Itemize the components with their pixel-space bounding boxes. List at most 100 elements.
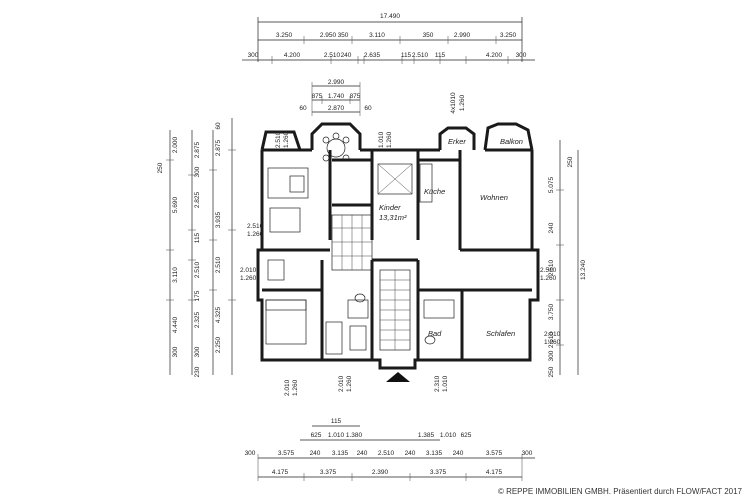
copyright-notice: © REPPE IMMOBILIEN GMBH. Präsentiert dur… (497, 487, 742, 496)
dim-left-outer-1: 250 (157, 162, 164, 173)
room-label-schlafen: Schlafen (486, 329, 515, 338)
top-dimension-lines (242, 17, 535, 64)
opening-13: 1.260 (544, 339, 561, 346)
dim-top-row1-d: 2.990 (454, 32, 471, 39)
room-label-balkon: Balkon (500, 137, 523, 146)
interior-walls (262, 150, 532, 360)
dim-left-outer-4: 4.440 (172, 316, 179, 333)
room-label-kinder: Kinder (379, 203, 401, 212)
opening-0: 2.510 (275, 131, 282, 148)
bay-window-right-b (483, 122, 534, 151)
dim-top-row1-b: 2.950 (320, 32, 337, 39)
dim-right-inner-5: 300 (548, 350, 555, 361)
dim-right-inner-2: 2.510 (548, 259, 555, 276)
dim-right-inner-6: 250 (548, 366, 555, 377)
dim-top-row2-5: 115 (401, 52, 412, 59)
opening-10: 2.010 (338, 375, 345, 392)
dim-bottom-small-2: 1.010 (328, 432, 345, 439)
dim-erker-e: 60 (299, 105, 307, 112)
dim-erker-a: 875 (312, 93, 323, 100)
dim-bottom-row1-0: 300 (245, 450, 256, 457)
room-label-kueche: Küche (424, 187, 445, 196)
dim-bottom-row1-3: 3.135 (332, 450, 349, 457)
dim-erker-b: 1.740 (328, 93, 345, 100)
dim-bottom-row1-2: 240 (310, 450, 321, 457)
dim-bottom-row1-6: 240 (405, 450, 416, 457)
opening-4: 2.010 (240, 267, 257, 274)
opening-15: 1.260 (540, 275, 557, 282)
dim-bottom-row1-1: 3.575 (278, 450, 295, 457)
dim-top-row1-small-b: 350 (423, 32, 434, 39)
dim-bottom-row1-9: 3.575 (486, 450, 503, 457)
dim-left-outer-5: 300 (172, 346, 179, 357)
opening-8: 2.010 (284, 379, 291, 396)
dim-left-inner-0: 2.875 (194, 141, 201, 158)
dim-left-inner-5: 175 (194, 290, 201, 301)
dim-top-row2-3: 240 (341, 52, 352, 59)
dim-top-row1-e: 3.250 (500, 32, 517, 39)
dim-left-col3-1: 2.875 (215, 139, 222, 156)
dim-right-inner-4: 2.510 (548, 331, 555, 348)
bath-fixtures-right (423, 299, 455, 345)
dim-left-col3-4: 4.325 (215, 306, 222, 323)
bay-window-right-a (438, 126, 476, 150)
opening-12: 2.010 (544, 331, 561, 338)
right-dimension-lines (556, 140, 579, 375)
opening-14: 2.510 (540, 267, 557, 274)
opening-7: 1.260 (386, 131, 393, 148)
dim-left-col3-0: 60 (215, 122, 222, 130)
opening-2: 2.510 (247, 223, 264, 230)
dim-top-row2-9: 300 (516, 52, 527, 59)
dim-bottom-row2-3: 3.375 (430, 469, 447, 476)
dim-left-inner-1: 300 (194, 166, 201, 177)
dim-bottom-small-4: 1.385 (418, 432, 435, 439)
dim-right-outer-1: 250 (567, 156, 574, 167)
dim-right-inner-1: 240 (548, 222, 555, 233)
dim-right-inner-0: 5.075 (548, 176, 555, 193)
bath-fixtures-left (325, 293, 369, 355)
dim-top-row2-8: 4.200 (486, 52, 503, 59)
dim-top-row2-0: 300 (248, 52, 259, 59)
dim-top-row2-1: 4.200 (284, 52, 301, 59)
dim-bottom-small-0: 115 (331, 418, 342, 425)
dim-bottom-row1-10: 300 (522, 450, 533, 457)
dim-top-row1-a: 3.250 (276, 32, 293, 39)
dim-erker-c: 875 (350, 93, 361, 100)
opening-11: 1.260 (346, 375, 353, 392)
opening-17: 1.010 (442, 375, 449, 392)
dim-bottom-row1-7: 3.135 (426, 450, 443, 457)
dim-left-inner-2: 2.825 (194, 191, 201, 208)
dim-left-col3-3: 2.510 (215, 256, 222, 273)
erker-dimension-lines (311, 82, 361, 116)
exterior-walls (256, 148, 540, 370)
dim-left-inner-6: 2.325 (194, 311, 201, 328)
dim-left-inner-7: 300 (194, 346, 201, 357)
entrance-arrow-icon (386, 372, 410, 382)
dim-bottom-row1-5: 2.510 (378, 450, 395, 457)
dim-bottom-small-5: 1.010 (440, 432, 457, 439)
opening-9: 1.260 (292, 379, 299, 396)
kitchen-fixtures-right (377, 163, 433, 203)
bay-window-left (260, 130, 302, 151)
dim-right-outer-0: 13.240 (580, 260, 587, 280)
dim-bottom-row2-0: 4.175 (272, 469, 289, 476)
opening-labels: 2.510 1.260 2.510 1.260 2.010 1.260 1.01… (240, 131, 561, 396)
dim-left-col3-2: 3.935 (215, 211, 222, 228)
dim-top-row2-7: 115 (435, 52, 446, 59)
dim-erker-right-a: 4x1010 (450, 92, 457, 114)
dim-bottom-row1-4: 240 (357, 450, 368, 457)
dim-top-total: 17.490 (380, 13, 400, 20)
tiled-hall (331, 214, 373, 271)
dim-left-col3-5: 2.250 (215, 336, 222, 353)
furniture-left-room (265, 167, 309, 345)
opening-16: 2.310 (434, 375, 441, 392)
staircase (379, 269, 411, 351)
dim-bottom-small-1: 625 (311, 432, 322, 439)
dim-bottom-small-6: 625 (461, 432, 472, 439)
dim-bottom-small-3: 1.380 (346, 432, 363, 439)
dim-bottom-row2-4: 4.175 (486, 469, 503, 476)
dim-left-inner-4: 2.510 (194, 261, 201, 278)
opening-1: 1.260 (283, 131, 290, 148)
room-label-bad: Bad (428, 329, 442, 338)
